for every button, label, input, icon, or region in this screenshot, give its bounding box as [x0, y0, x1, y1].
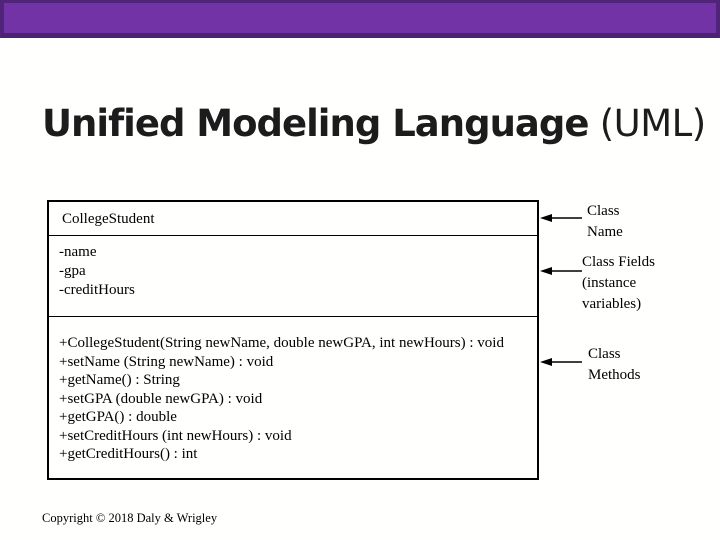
annotation-line: Class — [588, 346, 621, 362]
uml-class-name-section: CollegeStudent — [49, 202, 537, 236]
title-paren: (UML) — [588, 102, 707, 145]
annotation-class-methods: Class Methods — [588, 344, 641, 386]
uml-method: +setCreditHours (int newHours) : void — [59, 427, 292, 444]
uml-class-diagram: CollegeStudent -name -gpa -creditHours +… — [47, 200, 539, 480]
copyright-text: Copyright © 2018 Daly & Wrigley — [42, 511, 218, 525]
uml-fields-section: -name -gpa -creditHours — [49, 236, 537, 317]
annotation-line: Class Fields — [582, 254, 655, 270]
slide-header-bar — [0, 0, 720, 38]
annotation-line: variables) — [582, 296, 642, 312]
annotation-class-fields: Class Fields (instance variables) — [582, 252, 655, 315]
uml-field: -gpa — [59, 263, 86, 279]
uml-class-name: CollegeStudent — [62, 211, 155, 227]
uml-methods-section: +CollegeStudent(String newName, double n… — [49, 317, 537, 464]
annotation-line: Class — [587, 203, 620, 219]
arrow-left-icon — [540, 267, 582, 275]
annotation-line: (instance — [582, 275, 637, 291]
uml-method: +setGPA (double newGPA) : void — [59, 390, 263, 407]
uml-field: -creditHours — [59, 282, 135, 298]
arrow-left-icon — [540, 358, 582, 366]
annotation-class-name: Class Name — [587, 201, 623, 243]
uml-field: -name — [59, 244, 97, 260]
uml-method: +CollegeStudent(String newName, double n… — [59, 335, 504, 351]
title-main: Unified Modeling Language — [42, 102, 589, 145]
uml-method: +getGPA() : double — [59, 409, 177, 425]
uml-method: +setName (String newName) : void — [59, 353, 274, 370]
annotation-line: Methods — [588, 367, 641, 383]
uml-method: +getCreditHours() : int — [59, 446, 198, 462]
page-title: Unified Modeling Language (UML) — [42, 102, 706, 145]
annotation-line: Name — [587, 224, 623, 240]
uml-method: +getName() : String — [59, 372, 180, 388]
arrow-left-icon — [540, 214, 582, 222]
